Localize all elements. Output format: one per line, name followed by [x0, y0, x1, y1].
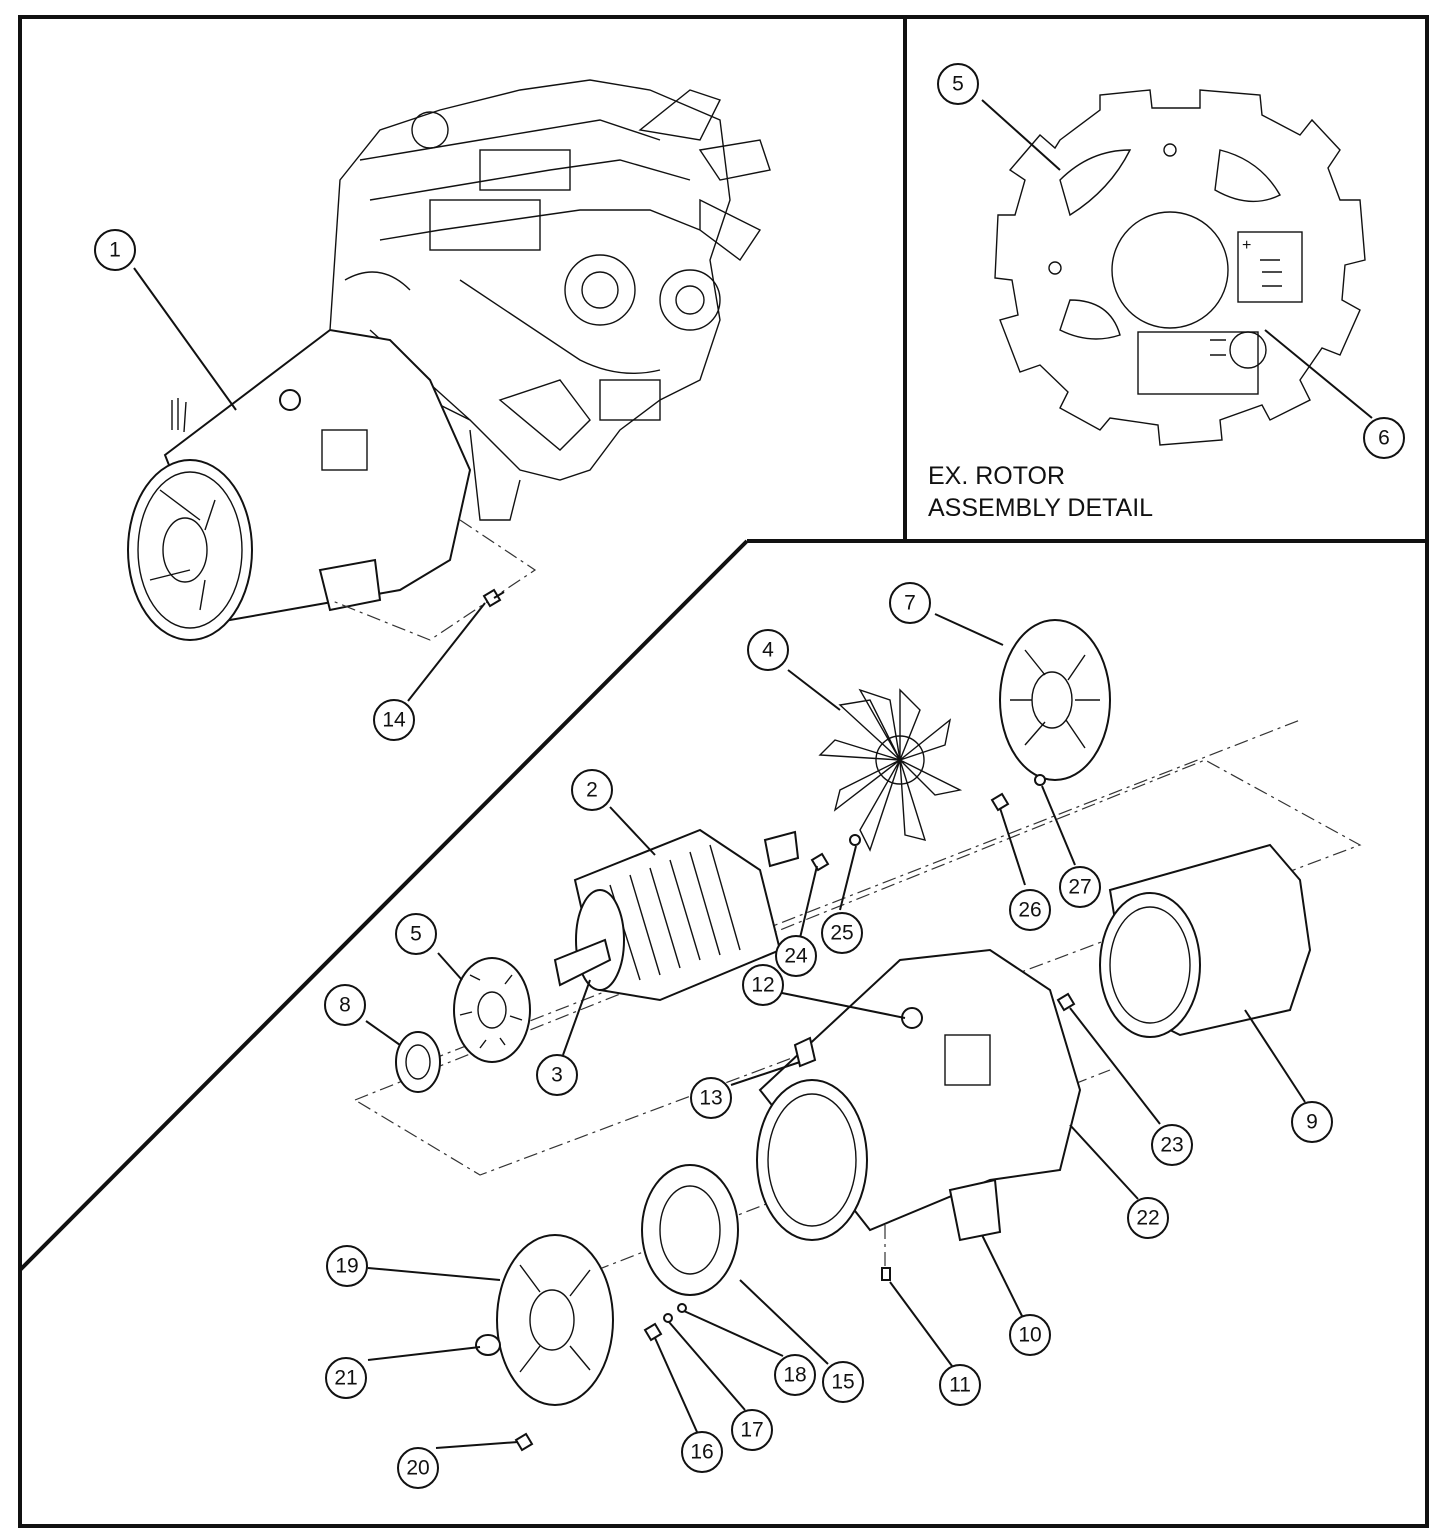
callout-17: 17 — [731, 1409, 773, 1451]
callout-label: 21 — [334, 1367, 357, 1390]
exciter-rotor-detail: + — [994, 89, 1366, 446]
callout-label: 5 — [410, 923, 422, 946]
engine-generator-assembly — [127, 79, 771, 641]
cooling-fan — [818, 688, 963, 852]
diagram-frames — [18, 15, 1429, 1528]
callout-5-detail: 5 — [937, 63, 979, 105]
bearing — [395, 1031, 441, 1093]
generator-housing — [756, 948, 1082, 1242]
callout-label: 6 — [1378, 427, 1390, 450]
callout-label: 7 — [904, 592, 916, 615]
callout-label: 27 — [1068, 876, 1091, 899]
callout-8: 8 — [324, 984, 366, 1026]
callout-label: 1 — [109, 239, 121, 262]
callout-label: 3 — [551, 1064, 563, 1087]
main-rotor — [553, 828, 800, 1002]
callout-label: 9 — [1306, 1111, 1318, 1134]
callout-15: 15 — [822, 1361, 864, 1403]
exciter-rotor — [453, 957, 531, 1063]
callout-18: 18 — [774, 1354, 816, 1396]
callout-label: 13 — [699, 1087, 722, 1110]
callout-label: 2 — [586, 779, 598, 802]
callout-24: 24 — [775, 935, 817, 977]
callout-1: 1 — [94, 229, 136, 271]
exploded-view-parts — [353, 619, 1362, 1452]
callout-2: 2 — [571, 769, 613, 811]
callout-label: 26 — [1018, 899, 1041, 922]
callout-7: 7 — [889, 582, 931, 624]
callout-23: 23 — [1151, 1124, 1193, 1166]
callout-label: 22 — [1136, 1207, 1159, 1230]
detail-title-line1: EX. ROTOR — [928, 462, 1065, 490]
callout-label: 14 — [382, 709, 406, 732]
callout-label: 4 — [762, 639, 774, 662]
callout-label: 16 — [690, 1441, 713, 1464]
callout-6: 6 — [1363, 417, 1405, 459]
callout-26: 26 — [1009, 889, 1051, 931]
callout-label: 23 — [1160, 1134, 1183, 1157]
callout-label: 12 — [751, 974, 774, 997]
callout-label: 10 — [1018, 1324, 1041, 1347]
callout-label: 18 — [783, 1364, 806, 1387]
callout-label: 19 — [335, 1255, 358, 1278]
drive-end-bracket — [999, 619, 1111, 781]
callout-12: 12 — [742, 964, 784, 1006]
callout-4: 4 — [747, 629, 789, 671]
callout-label: 11 — [949, 1374, 971, 1397]
stator — [1099, 843, 1312, 1038]
callout-label: 24 — [784, 945, 808, 968]
callout-label: 8 — [339, 994, 351, 1017]
callout-10: 10 — [1009, 1314, 1051, 1356]
callout-16: 16 — [681, 1431, 723, 1473]
callout-label: 20 — [406, 1457, 429, 1480]
callout-20: 20 — [397, 1447, 439, 1489]
svg-text:+: + — [1242, 237, 1251, 254]
callout-25: 25 — [821, 912, 863, 954]
callout-5: 5 — [395, 913, 437, 955]
exciter-end-bracket — [475, 1234, 614, 1406]
callout-label: 15 — [831, 1371, 854, 1394]
detail-title-line2: ASSEMBLY DETAIL — [928, 494, 1153, 522]
callout-3: 3 — [536, 1054, 578, 1096]
callout-11: 11 — [939, 1364, 981, 1406]
callout-9: 9 — [1291, 1101, 1333, 1143]
exciter-stator — [641, 1164, 739, 1296]
callout-13: 13 — [690, 1077, 732, 1119]
callout-14: 14 — [373, 699, 415, 741]
callout-21: 21 — [325, 1357, 367, 1399]
callout-label: 17 — [740, 1419, 763, 1442]
callout-19: 19 — [326, 1245, 368, 1287]
callout-label: 25 — [830, 922, 853, 945]
callout-leaders — [133, 99, 1373, 1449]
callout-label: 5 — [952, 73, 964, 96]
callout-27: 27 — [1059, 866, 1101, 908]
callout-22: 22 — [1127, 1197, 1169, 1239]
